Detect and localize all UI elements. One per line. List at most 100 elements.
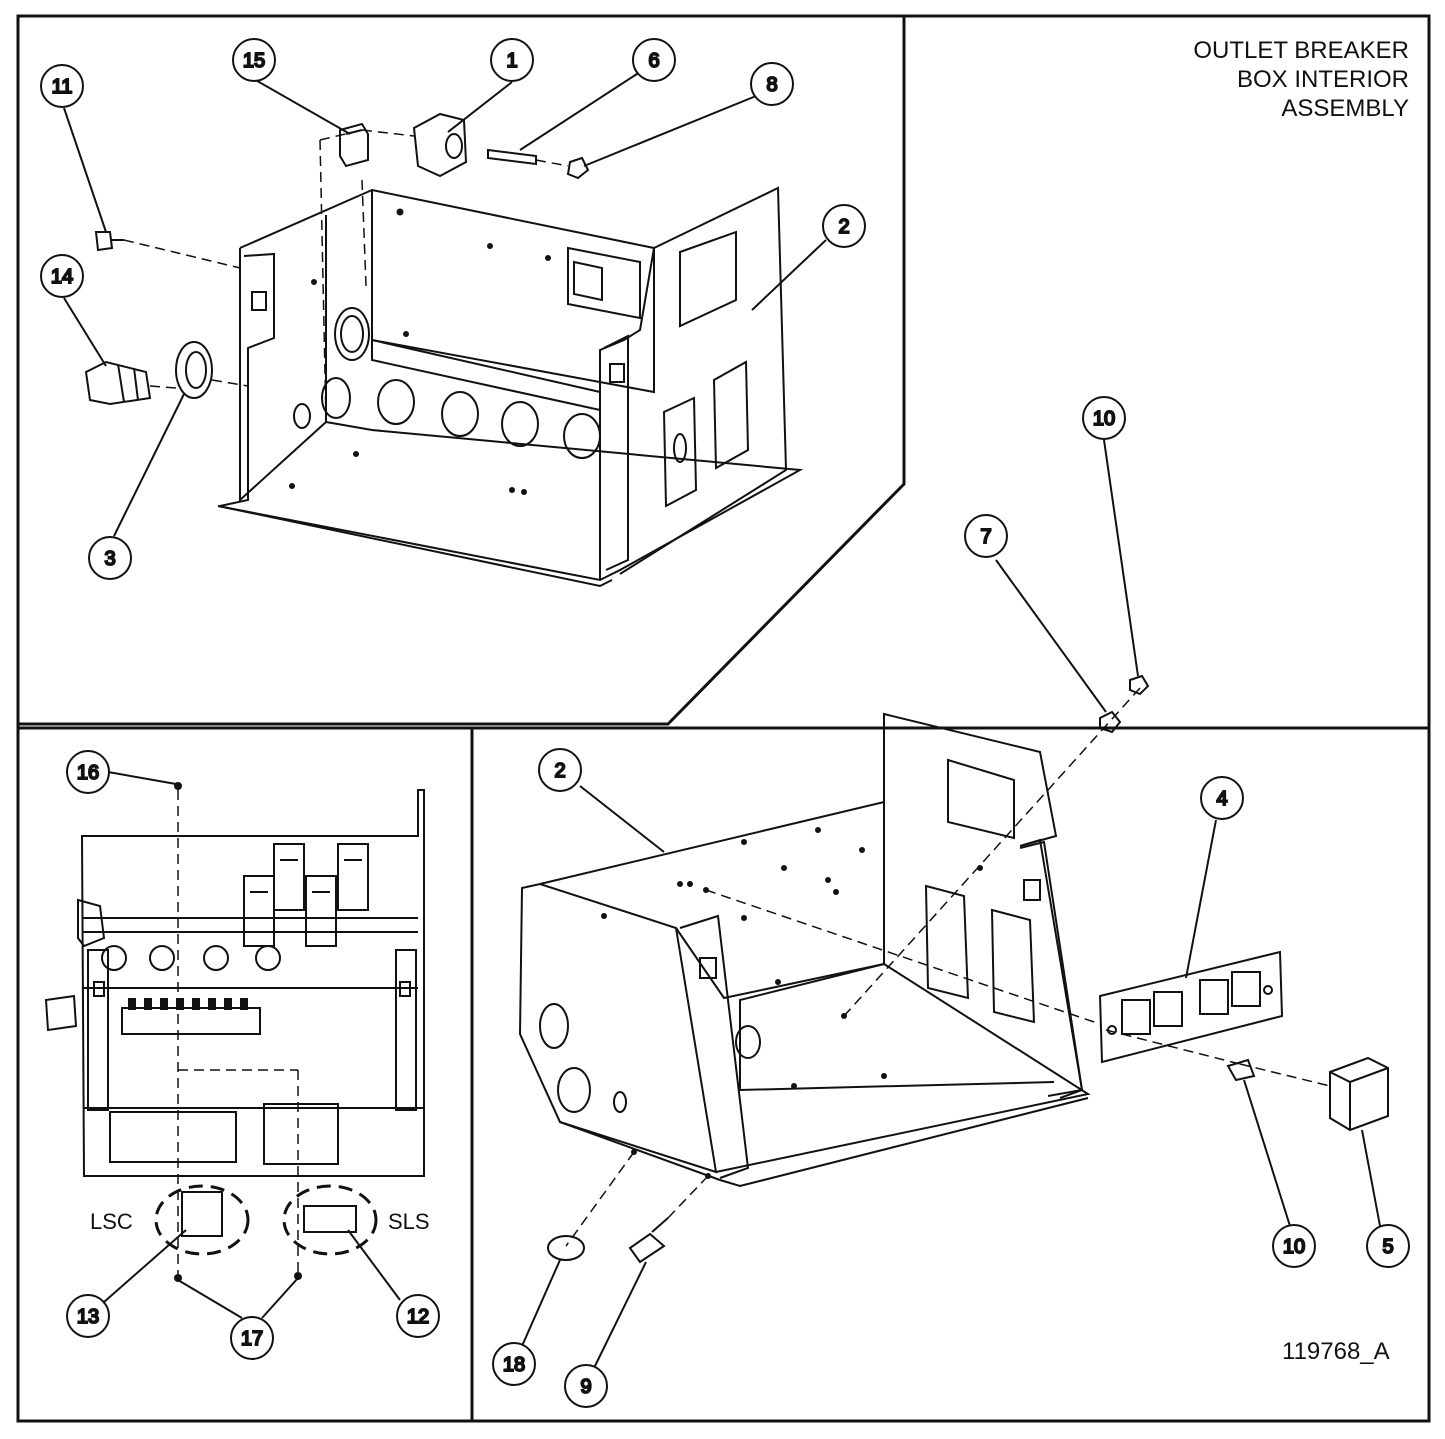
callout-2-bottom: 2 [538, 748, 582, 792]
bolt-9 [628, 1217, 669, 1264]
callout-7: 7 [964, 514, 1008, 558]
knockout-hole [334, 307, 370, 361]
panel-cutout [712, 360, 750, 470]
flange-square-cutout [609, 363, 625, 383]
plug-18 [547, 1235, 585, 1261]
title-line-3: ASSEMBLY [1281, 95, 1409, 122]
callout-10-top: 10 [1082, 396, 1126, 440]
callout-5: 5 [1366, 1224, 1410, 1268]
panel-cutout [924, 884, 970, 1000]
callout-10b-label: 10 [1283, 1236, 1305, 1258]
mount-hole [509, 487, 515, 493]
callout-12-label: 12 [407, 1306, 429, 1328]
box2-left-wall [518, 882, 718, 1174]
knockout-hole [340, 315, 364, 353]
left-cord-grip [44, 994, 78, 1032]
mount-hole [353, 451, 359, 457]
callout-9-label: 9 [580, 1376, 591, 1398]
callout-8: 8 [750, 62, 794, 106]
nut-17 [174, 1274, 182, 1282]
knockout-hole [735, 1025, 761, 1059]
mount-hole [487, 243, 493, 249]
screw-10-bottom [1226, 1058, 1256, 1082]
knockout-hole [557, 1067, 591, 1113]
box-left-flange [219, 252, 275, 507]
box-right-flange [603, 334, 629, 571]
callout-1-label: 1 [506, 50, 517, 72]
knockout-hole [613, 1091, 627, 1113]
box-right-panel [599, 186, 788, 580]
callout-4: 4 [1200, 776, 1244, 820]
lsc-label: LSC [90, 1209, 133, 1234]
box-left-wall [239, 215, 327, 503]
callout-17: 17 [230, 1316, 274, 1360]
relay-block [567, 246, 641, 320]
knockout-hole [293, 403, 311, 429]
callout-10a-label: 10 [1093, 408, 1115, 430]
nut-10-top [1129, 674, 1150, 696]
callout-9: 9 [564, 1364, 608, 1408]
top-left-view [84, 112, 804, 588]
lsc-detail-circle [154, 1184, 250, 1256]
callout-4-label: 4 [1216, 788, 1227, 810]
drawing-number: 119768_A [1282, 1338, 1390, 1365]
knockout-hole [321, 377, 351, 419]
left-bracket [87, 949, 109, 1111]
left-connector [77, 898, 106, 948]
knockout-hole [441, 391, 479, 437]
callout-10-bottom: 10 [1272, 1224, 1316, 1268]
flange-square-cutout [251, 291, 267, 311]
callouts: 15 1 6 8 11 14 3 2 10 7 2 4 10 5 16 13 1… [40, 38, 1410, 1408]
box2-floor-lip [559, 1097, 1089, 1188]
flange-square-cutout [699, 957, 717, 979]
assembly-lines [177, 790, 299, 1280]
bulkhead-connector-face [445, 133, 463, 159]
box-floor [217, 421, 804, 582]
callout-15-label: 15 [243, 50, 265, 72]
sls-relay [303, 1205, 357, 1233]
relay-5 [1329, 1056, 1389, 1132]
callout-1: 1 [490, 38, 534, 82]
callout-15: 15 [232, 38, 276, 82]
outlet-breakers [243, 843, 369, 947]
leader-lines [63, 71, 1381, 1369]
box-floor-front [217, 505, 613, 588]
screw-11 [94, 231, 124, 252]
knockout-hole [539, 1003, 569, 1049]
title-line-2: BOX INTERIOR [1236, 66, 1409, 93]
callout-14-label: 14 [51, 266, 73, 288]
callout-8-label: 8 [766, 74, 777, 96]
relay-sls-mount [263, 1103, 339, 1165]
outlet-plate-4 [1098, 950, 1284, 1064]
toggle-switch [673, 433, 687, 463]
frame [16, 14, 1431, 1423]
grommet-3 [175, 341, 213, 399]
switch-cutout [662, 396, 698, 508]
callout-2-top: 2 [822, 204, 866, 248]
mount-hole [521, 489, 527, 495]
box2-floor [715, 962, 1091, 1173]
flange-square-cutout [1023, 879, 1041, 901]
mount-hole [289, 483, 295, 489]
callout-2b-label: 2 [554, 760, 565, 782]
panel-cutout [990, 908, 1036, 1024]
callout-17-label: 17 [241, 1328, 263, 1350]
panel-cutout [947, 758, 1015, 840]
callout-16: 16 [66, 750, 110, 794]
sls-detail-circle [282, 1184, 378, 1256]
right-bracket [395, 949, 417, 1111]
assembly-lines [123, 129, 569, 421]
knockout-hole [501, 401, 539, 447]
cord-grip-14 [84, 360, 152, 406]
nut-7 [1099, 710, 1122, 734]
stud-6 [487, 148, 537, 166]
assembly-title: OUTLET BREAKER BOX INTERIOR ASSEMBLY [1089, 36, 1409, 123]
callout-6: 6 [632, 38, 676, 82]
top-left-panel-border [18, 16, 906, 726]
nut-17 [294, 1272, 302, 1280]
bottom-left-view [44, 782, 425, 1282]
callout-13-label: 13 [77, 1306, 99, 1328]
callout-6-label: 6 [648, 50, 659, 72]
box2-right-flange [1019, 840, 1084, 1099]
callout-16-label: 16 [77, 762, 99, 784]
